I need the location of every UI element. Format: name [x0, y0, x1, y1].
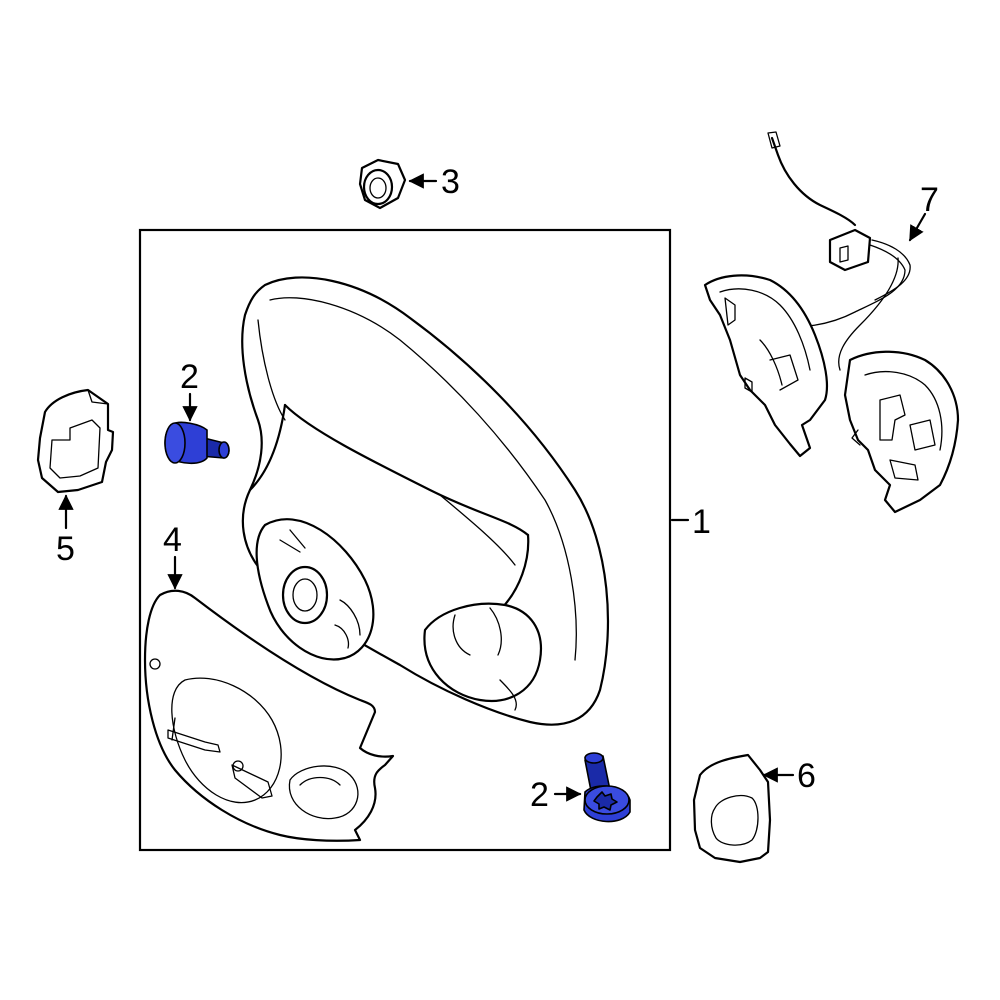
nut[interactable]: [358, 158, 407, 210]
assembly-box: [138, 228, 672, 852]
lower-cover[interactable]: [143, 589, 395, 842]
callout-4: 4: [163, 521, 182, 559]
callout-2-upper: 2: [180, 358, 199, 396]
bolt-upper[interactable]: [164, 421, 230, 465]
bolt-lower[interactable]: [583, 752, 631, 823]
steering-wheel[interactable]: [241, 276, 610, 726]
callout-6: 6: [797, 757, 816, 795]
right-switch-cover[interactable]: [692, 753, 772, 864]
callout-1: 1: [692, 503, 711, 541]
leaders: [58, 173, 927, 802]
callout-3: 3: [441, 163, 460, 201]
left-switch-cover[interactable]: [36, 388, 115, 494]
callout-5: 5: [56, 530, 75, 568]
callout-2-lower: 2: [530, 776, 549, 814]
callout-7: 7: [920, 181, 939, 219]
switch-assembly[interactable]: [703, 131, 960, 514]
